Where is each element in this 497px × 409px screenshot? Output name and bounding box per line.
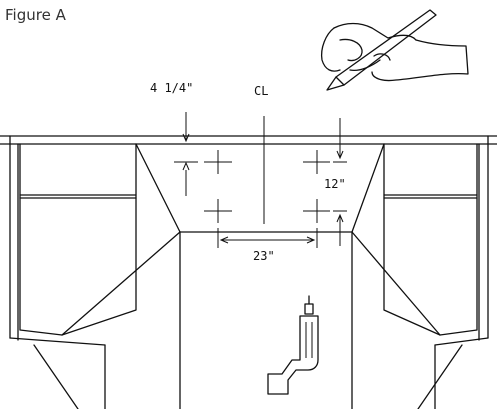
vertical-spacing-label: 12" — [324, 177, 346, 191]
horizontal-spacing-label: 23" — [253, 249, 275, 263]
right-side-panel — [351, 143, 489, 409]
hood-frame — [0, 135, 497, 339]
offset-dimension — [174, 112, 198, 196]
vertical-dimension — [333, 118, 347, 246]
left-side-panel — [9, 143, 181, 409]
back-wall — [179, 231, 353, 409]
hole-mark-top-right — [303, 150, 330, 174]
figure-title: Figure A — [5, 6, 67, 24]
power-drill-icon — [267, 295, 319, 395]
centerline-label: CL — [254, 84, 268, 98]
hole-mark-bottom-left — [204, 199, 232, 223]
offset-label: 4 1/4" — [150, 81, 193, 95]
mounting-hole-marks — [204, 150, 330, 223]
hole-mark-top-left — [204, 150, 232, 174]
hand-with-pencil-icon — [320, 9, 469, 91]
horizontal-dimension — [217, 228, 318, 248]
hole-mark-bottom-right — [303, 199, 330, 223]
